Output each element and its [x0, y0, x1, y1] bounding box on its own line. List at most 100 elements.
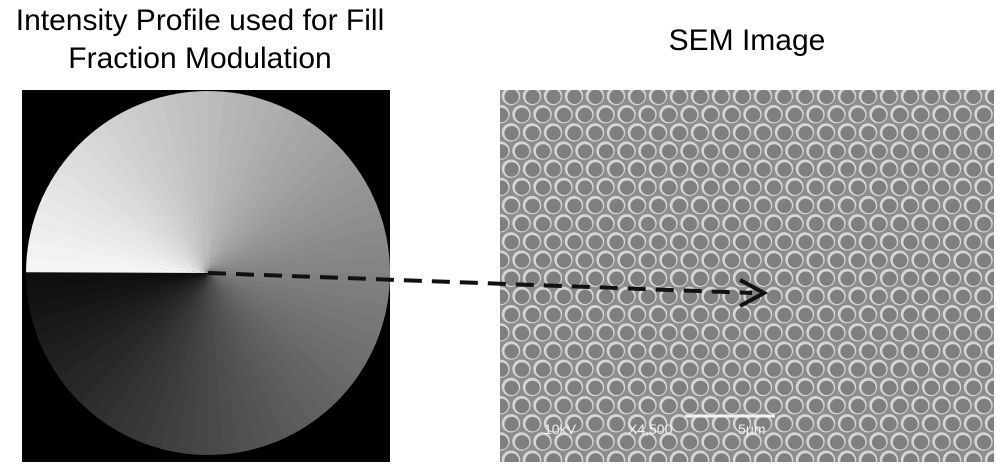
intensity-wedge	[28, 225, 209, 273]
sem-hole	[609, 271, 624, 286]
sem-hole	[840, 453, 855, 462]
sem-hole	[556, 144, 572, 159]
sem-hole	[745, 289, 761, 304]
sem-hole	[945, 162, 960, 177]
sem-hole	[819, 235, 834, 250]
sem-hole	[514, 107, 530, 123]
sem-hole	[693, 271, 708, 286]
sem-hole	[525, 90, 540, 104]
sem-hole	[787, 107, 803, 123]
sem-hole	[651, 380, 666, 395]
sem-hole	[861, 453, 876, 462]
sem-hole	[966, 235, 981, 250]
sem-hole	[840, 90, 855, 104]
sem-hole	[892, 435, 908, 450]
sem-hole	[703, 362, 719, 377]
sem-hole	[892, 398, 908, 414]
sem-hole	[945, 235, 960, 250]
sem-hole	[609, 90, 624, 104]
sem-hole	[955, 107, 971, 123]
sem-hole	[672, 453, 687, 462]
sem-hole	[735, 416, 750, 432]
sem-hole	[829, 326, 845, 341]
sem-hole	[735, 307, 750, 323]
sem-hole	[577, 216, 593, 232]
intensity-wedge	[78, 273, 208, 413]
sem-hole	[934, 398, 950, 414]
sem-hole	[619, 144, 635, 159]
sem-hole	[535, 253, 551, 268]
sem-hole	[819, 453, 834, 462]
sem-hole	[861, 416, 876, 432]
sem-hole	[798, 235, 813, 250]
sem-hole	[577, 144, 593, 159]
sem-hole	[892, 180, 908, 195]
sem-hole	[892, 362, 908, 377]
sem-hole	[787, 435, 803, 450]
sem-hole	[777, 380, 792, 395]
sem-hole	[798, 90, 813, 104]
intensity-wedge	[43, 181, 208, 273]
sem-hole	[682, 435, 698, 450]
sem-hole	[945, 344, 960, 359]
sem-hole	[567, 271, 582, 286]
sem-hole	[504, 416, 519, 432]
sem-hole	[766, 435, 782, 450]
sem-hole	[766, 326, 782, 341]
sem-hole	[504, 344, 519, 359]
sem-hole	[598, 362, 614, 377]
sem-hole	[945, 453, 960, 462]
sem-hole	[724, 216, 740, 232]
sem-hole	[714, 271, 729, 286]
sem-hole	[840, 198, 855, 214]
sem-hole	[861, 126, 876, 141]
sem-hole	[724, 289, 740, 304]
intensity-profile-title-line2: Fraction Modulation	[68, 42, 332, 75]
sem-hole	[567, 307, 582, 323]
sem-hole	[535, 326, 551, 341]
sem-hole	[535, 180, 551, 195]
sem-hole	[672, 162, 687, 177]
sem-hole	[682, 398, 698, 414]
sem-hole	[598, 107, 614, 123]
sem-hole	[661, 216, 677, 232]
sem-hole	[903, 198, 918, 214]
sem-hole	[504, 162, 519, 177]
intensity-wedge	[36, 273, 209, 350]
sem-hole	[535, 107, 551, 123]
sem-hole	[945, 416, 960, 432]
sem-scale-length-label: 5μm	[738, 421, 766, 437]
sem-hole	[703, 289, 719, 304]
sem-hole	[976, 289, 992, 304]
intensity-wedge	[208, 273, 285, 445]
sem-hole	[567, 235, 582, 250]
sem-hole	[903, 271, 918, 286]
sem-hole	[903, 344, 918, 359]
sem-hole	[504, 198, 519, 214]
sem-hole	[745, 362, 761, 377]
sem-hole	[945, 198, 960, 214]
intensity-wedge	[103, 273, 208, 431]
sem-hole	[598, 289, 614, 304]
sem-hole	[819, 198, 834, 214]
sem-hole	[913, 253, 929, 268]
sem-hole	[777, 453, 792, 462]
sem-hole	[787, 398, 803, 414]
sem-hole	[913, 289, 929, 304]
sem-hole	[892, 289, 908, 304]
intensity-wedge	[208, 273, 373, 365]
sem-hole	[525, 162, 540, 177]
sem-hole	[672, 271, 687, 286]
sem-hole	[714, 198, 729, 214]
sem-hole	[546, 416, 561, 432]
sem-hole	[798, 198, 813, 214]
sem-hole	[934, 326, 950, 341]
sem-hole	[892, 144, 908, 159]
sem-hole	[672, 235, 687, 250]
sem-hole	[609, 380, 624, 395]
sem-hole	[934, 253, 950, 268]
sem-hole	[703, 107, 719, 123]
sem-hole	[514, 289, 530, 304]
intensity-wedge	[208, 273, 348, 403]
sem-hole	[693, 126, 708, 141]
